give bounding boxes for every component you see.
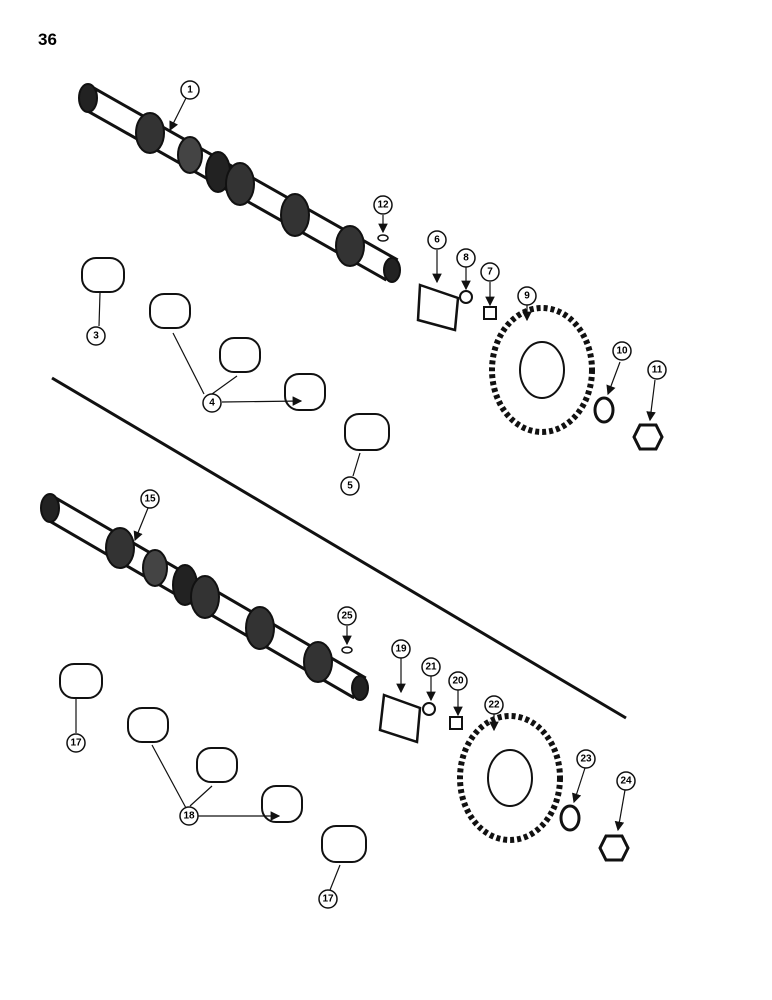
thrust-plate-upper xyxy=(416,283,460,332)
callout-label: 25 xyxy=(341,611,353,622)
callout-22: 22 xyxy=(484,695,504,715)
callout-17b: 17 xyxy=(318,889,338,909)
callout-label: 4 xyxy=(209,398,215,409)
bearings-lower xyxy=(59,663,367,863)
callout-label: 7 xyxy=(487,267,493,278)
gear-washer-upper xyxy=(593,396,615,424)
callout-18: 18 xyxy=(179,806,199,826)
camshaft-upper xyxy=(78,83,401,283)
callout-24: 24 xyxy=(616,771,636,791)
callout-label: 15 xyxy=(144,494,156,505)
callout-label: 5 xyxy=(347,481,353,492)
bolt-upper xyxy=(483,306,497,320)
gear-nut-lower xyxy=(598,834,630,862)
callout-21: 21 xyxy=(421,657,441,677)
page-number: 36 xyxy=(38,30,57,49)
callout-label: 17 xyxy=(322,894,334,905)
callout-label: 24 xyxy=(620,776,632,787)
callout-6: 6 xyxy=(427,230,447,250)
bolt-lower xyxy=(449,716,463,730)
callout-4: 4 xyxy=(202,393,222,413)
callout-23: 23 xyxy=(576,749,596,769)
callout-label: 21 xyxy=(425,662,437,673)
callout-label: 9 xyxy=(524,291,530,302)
callout-25: 25 xyxy=(337,606,357,626)
callout-7: 7 xyxy=(480,262,500,282)
lower-assembly: 15 25 19 21 20 22 17 18 17 23 24 xyxy=(40,489,636,909)
woodruff-key-upper xyxy=(377,234,389,242)
callout-label: 10 xyxy=(616,346,628,357)
callout-label: 18 xyxy=(183,811,195,822)
gear-nut-upper xyxy=(632,423,664,451)
upper-assembly: 1 12 6 8 7 9 3 4 5 10 11 xyxy=(78,80,667,496)
callout-label: 3 xyxy=(93,331,99,342)
callout-9: 9 xyxy=(517,286,537,306)
callout-label: 6 xyxy=(434,235,440,246)
callout-5: 5 xyxy=(340,476,360,496)
bearings-upper xyxy=(81,257,390,451)
callout-label: 19 xyxy=(395,644,407,655)
callout-label: 22 xyxy=(488,700,500,711)
washer-lower xyxy=(422,702,436,716)
callout-label: 17 xyxy=(70,738,82,749)
callout-label: 23 xyxy=(580,754,592,765)
callout-20: 20 xyxy=(448,671,468,691)
callout-8: 8 xyxy=(456,248,476,268)
camshaft-lower xyxy=(40,493,369,701)
callout-15: 15 xyxy=(140,489,160,509)
callout-label: 1 xyxy=(187,85,193,96)
callout-label: 20 xyxy=(452,676,464,687)
callout-label: 8 xyxy=(463,253,469,264)
section-divider-line xyxy=(51,376,627,720)
callout-3: 3 xyxy=(86,326,106,346)
callout-10: 10 xyxy=(612,341,632,361)
washer-upper xyxy=(459,290,473,304)
woodruff-key-lower xyxy=(341,646,353,654)
callout-11: 11 xyxy=(647,360,667,380)
callout-19: 19 xyxy=(391,639,411,659)
callout-label: 12 xyxy=(377,200,389,211)
callout-12: 12 xyxy=(373,195,393,215)
callout-17a: 17 xyxy=(66,733,86,753)
callout-1: 1 xyxy=(180,80,200,100)
callout-label: 11 xyxy=(652,365,663,376)
thrust-plate-lower xyxy=(378,693,422,744)
gear-washer-lower xyxy=(559,804,581,832)
